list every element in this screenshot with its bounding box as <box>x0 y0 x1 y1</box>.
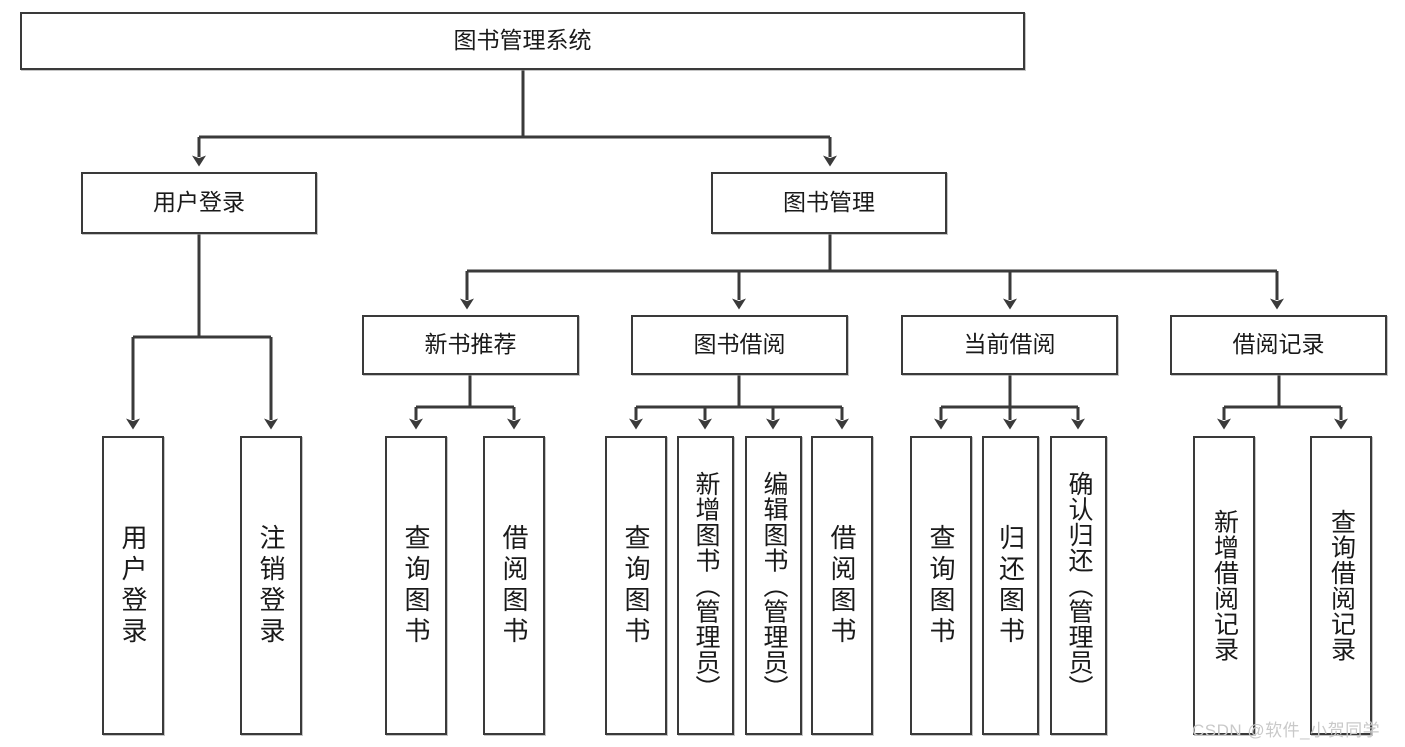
node-label: 图书管理系统 <box>453 27 592 54</box>
node-label: 新增借阅记录 <box>1210 509 1239 662</box>
node-label: 借阅记录 <box>1232 331 1325 358</box>
node-label: 图书管理 <box>783 189 875 216</box>
node-label: 新增图书（管理员） <box>692 470 720 701</box>
node-book-management[interactable]: 图书管理 <box>711 172 947 234</box>
leaf-query-book-recommend[interactable]: 查询图书 <box>385 436 447 735</box>
node-label: 注销登录 <box>256 523 286 648</box>
leaf-logout-login[interactable]: 注销登录 <box>240 436 302 735</box>
leaf-user-login[interactable]: 用户登录 <box>102 436 164 735</box>
leaf-edit-book-admin[interactable]: 编辑图书（管理员） <box>745 436 802 735</box>
node-label: 编辑图书（管理员） <box>760 470 788 701</box>
node-label: 查询图书 <box>621 523 651 648</box>
node-borrow-record[interactable]: 借阅记录 <box>1170 315 1387 375</box>
node-user-login[interactable]: 用户登录 <box>81 172 317 234</box>
leaf-add-borrow-record[interactable]: 新增借阅记录 <box>1193 436 1255 735</box>
leaf-query-book-current[interactable]: 查询图书 <box>910 436 972 735</box>
leaf-query-book-borrow[interactable]: 查询图书 <box>605 436 667 735</box>
node-root-system[interactable]: 图书管理系统 <box>20 12 1025 70</box>
node-label: 查询图书 <box>926 523 956 648</box>
leaf-query-borrow-record[interactable]: 查询借阅记录 <box>1310 436 1372 735</box>
node-label: 确认归还（管理员） <box>1065 470 1093 701</box>
node-label: 新书推荐 <box>424 331 517 358</box>
node-label: 归还图书 <box>995 523 1026 648</box>
node-label: 用户登录 <box>118 523 148 648</box>
node-label: 查询借阅记录 <box>1327 509 1356 662</box>
node-label: 借阅图书 <box>499 523 529 648</box>
node-label: 图书借阅 <box>693 331 786 358</box>
node-book-borrow[interactable]: 图书借阅 <box>631 315 848 375</box>
node-label: 查询图书 <box>401 523 431 648</box>
node-label: 用户登录 <box>153 189 245 216</box>
leaf-add-book-admin[interactable]: 新增图书（管理员） <box>677 436 734 735</box>
csdn-watermark: CSDN @软件_小贺同学 <box>1192 721 1381 740</box>
node-label: 借阅图书 <box>827 523 857 648</box>
leaf-borrow-book-recommend[interactable]: 借阅图书 <box>483 436 545 735</box>
node-label: 当前借阅 <box>963 331 1056 358</box>
node-current-borrow[interactable]: 当前借阅 <box>901 315 1118 375</box>
leaf-confirm-return-admin[interactable]: 确认归还（管理员） <box>1050 436 1107 735</box>
leaf-borrow-book[interactable]: 借阅图书 <box>811 436 873 735</box>
leaf-return-book[interactable]: 归还图书 <box>982 436 1039 735</box>
node-new-book-recommend[interactable]: 新书推荐 <box>362 315 579 375</box>
